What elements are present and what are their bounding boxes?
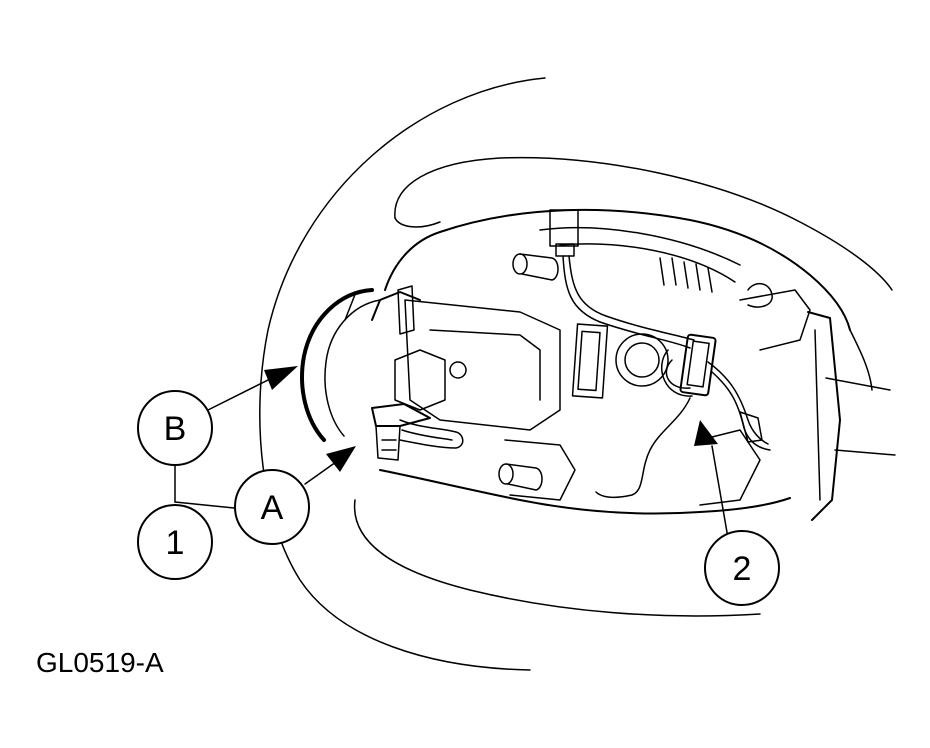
arrowhead-2 [694,420,718,446]
airbag-module-edge-b [300,288,381,442]
callout-1-label: 1 [166,524,185,562]
clockspring-connector [571,323,669,399]
figure-code: GL0519-A [36,647,164,678]
callout-2-label: 2 [733,550,752,588]
leader-lines [174,366,729,539]
mounting-pins [449,253,559,491]
airbag-connector-a [371,403,464,461]
callout-b-label: B [164,410,187,448]
leader-b [207,377,273,411]
airbag-connector-2 [595,333,771,499]
upper-plug-connector [549,209,695,349]
callout-2: 2 [704,530,780,606]
callout-1: 1 [137,504,213,580]
leader-2 [711,445,729,539]
steering-wheel-rim [259,77,893,671]
callout-a: A [234,469,310,545]
callout-b: B [137,390,213,466]
arrowhead-a [326,446,356,472]
callout-a-label: A [261,489,284,527]
arrowhead-b [264,366,298,390]
leader-a [304,461,337,485]
hub-housing [371,208,896,521]
connector-1-a [174,501,235,509]
